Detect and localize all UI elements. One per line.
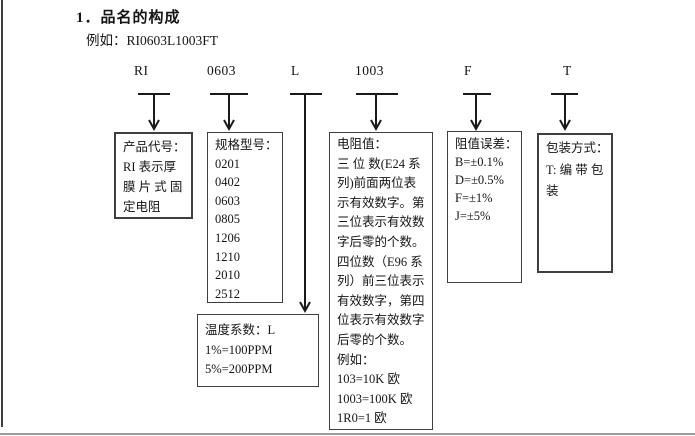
box-line: F=±1% [455, 191, 493, 205]
box-line: 示有效数字。第 [337, 195, 425, 210]
box-line: 字后零的个数。 [337, 234, 425, 249]
box-line: B=±0.1% [455, 155, 504, 169]
box-line: 5%=200PPM [205, 362, 273, 376]
box-lines: 三 位 数(E24 系列)前面两位表示有效数字。第三位表示有效数字后零的个数。四… [337, 155, 425, 429]
arrow-size-icon [210, 93, 248, 132]
packaging-box: 包装方式： T: 编 带 包装 [537, 133, 613, 273]
box-line: 列）前三位表示 [337, 274, 425, 289]
code-packaging: T [563, 63, 572, 78]
example-part-number: 例如：RI0603L1003FT [86, 33, 219, 48]
arrow-tolerance-icon [463, 93, 491, 132]
page-bottom-border-line [0, 433, 695, 435]
box-line: 后零的个数。 [337, 332, 413, 347]
box-title: 包装方式： [546, 141, 609, 155]
resistance-value-box: 电阻值： 三 位 数(E24 系列)前面两位表示有效数字。第三位表示有效数字后零… [329, 132, 433, 430]
box-line: 0805 [215, 212, 240, 227]
box-line: 三位表示有效数 [337, 215, 425, 230]
box-lines: 1%=100PPM 5%=200PPM [205, 341, 311, 380]
code-tcr: L [291, 63, 300, 78]
temperature-coefficient-box: 温度系数：L 1%=100PPM 5%=200PPM [197, 314, 319, 387]
box-line: D=±0.5% [455, 173, 504, 187]
box-line: 装 [546, 184, 559, 198]
arrow-product-icon [138, 93, 170, 132]
code-size: 0603 [207, 63, 236, 78]
box-line: 例如： [337, 352, 375, 367]
box-lines: T: 编 带 包装 [546, 160, 604, 203]
box-lines: B=±0.1% D=±0.5% F=±1% J=±5% [455, 153, 514, 225]
arrow-packaging-icon [551, 93, 578, 132]
product-code-box: 产品代号： RI 表示厚膜 片 式 固定电阻 [114, 132, 193, 219]
box-line: 1210 [215, 249, 240, 264]
box-line: 2010 [215, 268, 240, 283]
box-title: 阻值误差： [455, 137, 518, 151]
box-line: T: 编 带 包 [546, 162, 604, 177]
box-line: 位表示有效数字 [337, 313, 425, 328]
box-lines: RI 表示厚膜 片 式 固定电阻 [123, 157, 184, 217]
box-line: 定电阻 [123, 200, 161, 214]
box-line: 0201 [215, 156, 240, 171]
box-title: 规格型号： [215, 138, 278, 152]
box-line: 1%=100PPM [205, 342, 273, 357]
box-title: 电阻值： [337, 137, 388, 151]
box-line: 膜 片 式 固 [123, 180, 183, 194]
box-line: J=±5% [455, 209, 491, 223]
box-line: 103=10K 欧 [337, 372, 400, 387]
box-line: 0402 [215, 175, 240, 190]
code-product: RI [134, 63, 149, 78]
code-resistance: 1003 [355, 63, 384, 78]
box-title: 产品代号： [123, 140, 186, 154]
box-line: 三 位 数(E24 系 [337, 156, 421, 171]
page-left-border-line [1, 0, 3, 427]
box-title: 温度系数：L [205, 323, 276, 337]
box-line: RI 表示厚 [123, 160, 177, 174]
box-line: 四位数（E96 系 [337, 254, 423, 269]
arrow-tcr-icon [290, 93, 322, 314]
code-tolerance: F [464, 63, 473, 78]
box-line: 1R0=1 欧 [337, 411, 387, 426]
arrow-resistance-icon [356, 93, 398, 132]
box-line: 1003=100K 欧 [337, 391, 413, 406]
section-title: 1．品名的构成 [76, 10, 181, 26]
box-line: 列)前面两位表 [337, 176, 417, 191]
box-line: 1206 [215, 230, 240, 245]
tolerance-box: 阻值误差： B=±0.1% D=±0.5% F=±1% J=±5% [447, 131, 522, 283]
box-line: 2512 [215, 286, 240, 301]
size-code-box: 规格型号： 0201 0402 0603 0805 1206 1210 2010 2512 [207, 132, 283, 303]
box-lines: 0201 0402 0603 0805 1206 1210 2010 2512 [215, 155, 275, 302]
box-line: 0603 [215, 193, 240, 208]
box-line: 有效数字，第四 [337, 293, 425, 308]
